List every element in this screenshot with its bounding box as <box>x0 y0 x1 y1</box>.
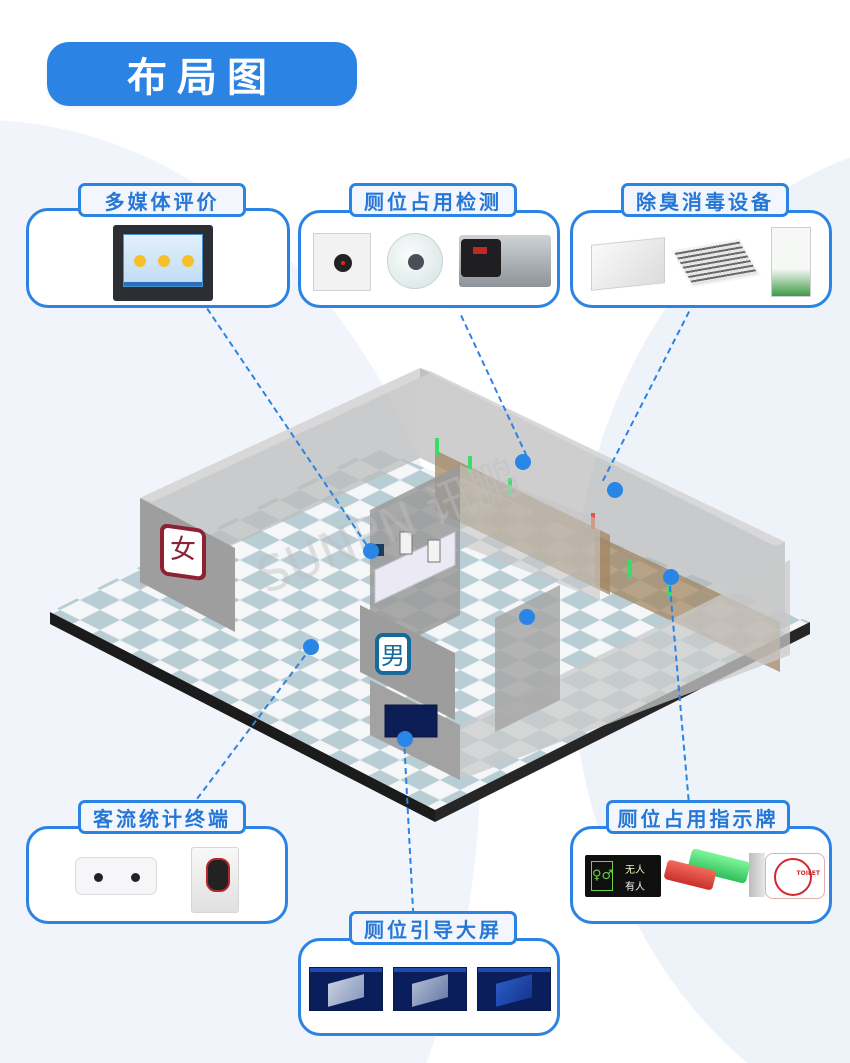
smiley-neutral-icon <box>158 255 170 267</box>
camera-lens-icon <box>94 873 103 882</box>
pin-flow-count[interactable] <box>303 639 319 655</box>
page-title-banner: 布局图 <box>47 42 357 106</box>
pin-multimedia[interactable] <box>363 543 379 559</box>
pin-deodorize[interactable] <box>607 482 623 498</box>
wall-back-left <box>140 368 420 588</box>
wall-back-right <box>420 368 785 630</box>
occupancy-door-sign: ♀♂ 无人 有人 <box>585 855 661 897</box>
page-title: 布局图 <box>127 55 277 101</box>
pin-guide-screen[interactable] <box>397 731 413 747</box>
pin-occupancy-sign[interactable] <box>663 569 679 585</box>
binocular-people-counter <box>75 857 157 895</box>
floor-edge-left <box>50 612 435 822</box>
sensor-lens-icon <box>408 254 424 270</box>
smiley-sad-icon <box>182 255 194 267</box>
panel-label-occupancy-detect: 厕位占用检测 <box>349 183 517 217</box>
panel-occupancy-sign: ♀♂ 无人 有人 TOILET <box>570 826 832 924</box>
floor-plan: 女 男 SUNPN 讯鹏 <box>50 368 810 822</box>
infrared-people-counter <box>191 847 239 913</box>
guide-screen-on-wall <box>384 704 438 738</box>
panel-flow-count <box>26 826 288 924</box>
panel-deodorize <box>570 210 832 308</box>
panel-label-guide-screen: 厕位引导大屏 <box>349 911 517 945</box>
female-sign: 女 <box>170 535 196 565</box>
panel-label-occupancy-sign: 厕位占用指示牌 <box>606 800 790 834</box>
multimedia-evaluation-terminal <box>113 225 213 301</box>
green-disinfection-unit <box>771 227 811 297</box>
toilet-projecting-sign: TOILET <box>765 853 825 899</box>
panel-label-multimedia: 多媒体评价 <box>78 183 246 217</box>
smiley-happy-icon <box>134 255 146 267</box>
sign-mount <box>749 853 765 897</box>
ceiling-sensor <box>387 233 443 289</box>
wall-front-right <box>460 560 790 780</box>
wall-deodorizer <box>591 237 665 291</box>
camera-lens-icon <box>131 873 140 882</box>
lock-display-icon <box>461 239 501 277</box>
pin-urinal[interactable] <box>519 609 535 625</box>
vacant-label: 无人 <box>625 865 645 876</box>
guide-screen-3 <box>477 967 551 1011</box>
panel-occupancy-detect <box>298 210 560 308</box>
smart-door-lock <box>459 235 551 287</box>
pin-occupancy-detect[interactable] <box>515 454 531 470</box>
panel-multimedia <box>26 208 290 308</box>
guide-screen-1 <box>309 967 383 1011</box>
panel-label-deodorize: 除臭消毒设备 <box>621 183 789 217</box>
ceiling-disinfector <box>670 238 762 288</box>
toilet-text: TOILET <box>796 870 820 877</box>
guide-screen-2 <box>393 967 467 1011</box>
male-sign: 男 <box>381 642 405 670</box>
restroom-figures-icon: ♀♂ <box>591 861 613 891</box>
sensor-lens-icon <box>334 254 352 272</box>
panel-guide-screen <box>298 938 560 1036</box>
occupied-label: 有人 <box>625 882 645 893</box>
wall-infrared-sensor <box>313 233 371 291</box>
evaluation-screen <box>123 234 203 287</box>
panel-label-flow-count: 客流统计终端 <box>78 800 246 834</box>
urinal-partition <box>495 585 560 732</box>
